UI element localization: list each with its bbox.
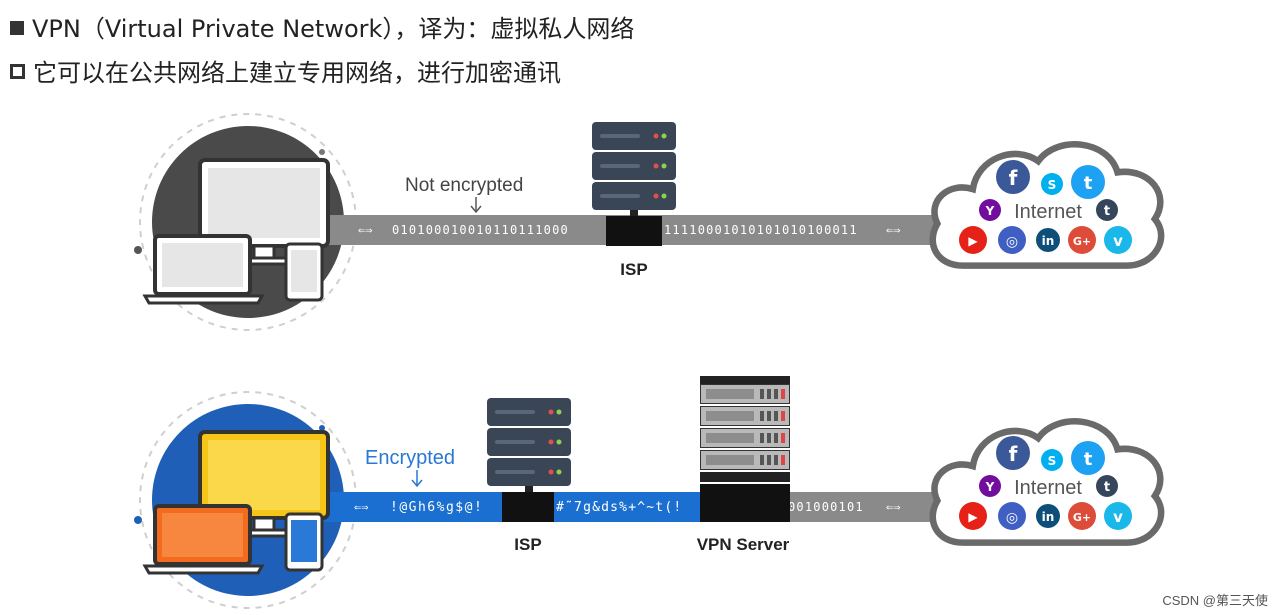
bottom-laptop-icon [142, 504, 265, 575]
bottom-left-arrow: ⇐⇒ [354, 500, 368, 514]
googleplus-icon [1068, 226, 1096, 254]
tumblr-icon [1096, 475, 1118, 497]
not-encrypted-down-arrow-icon [470, 197, 482, 214]
linkedin-glyph: in [1042, 234, 1055, 248]
skype-glyph: S [1048, 454, 1057, 468]
bottom-decor-dot [134, 516, 142, 524]
bottom-isp-server-icon [487, 398, 571, 522]
vpn-purpose-text: 它可以在公共网络上建立专用网络，进行加密通讯 [33, 59, 561, 87]
hollow-square-bullet-icon [10, 64, 25, 79]
top-isp-server-icon [592, 122, 676, 246]
vimeo-icon [1104, 226, 1132, 254]
top-decor-dot-2 [319, 149, 325, 155]
facebook-icon [996, 160, 1030, 194]
vimeo-icon [1104, 502, 1132, 530]
top-isp-label: ISP [620, 260, 647, 279]
googleplus-glyph: G+ [1073, 511, 1091, 524]
top-tablet-icon [284, 242, 324, 302]
top-right-arrow: ⇐⇒ [886, 223, 900, 237]
header-line-vpn-purpose: 它可以在公共网络上建立专用网络，进行加密通讯 [10, 58, 561, 88]
twitter-icon [1071, 165, 1105, 199]
instagram-icon [998, 502, 1026, 530]
tumblr-glyph: t [1104, 480, 1110, 495]
twitter-icon [1071, 441, 1105, 475]
bottom-row: ⇐⇒ !@Gh6%g$@! #˜7g&ds%+^~t(! 001000101 ⇐… [134, 376, 1161, 609]
vpn-definition-text: VPN（Virtual Private Network），译为：虚拟私人网络 [32, 15, 635, 43]
instagram-icon [998, 226, 1026, 254]
youtube-glyph: ▶ [968, 234, 978, 248]
vimeo-glyph: v [1113, 508, 1123, 526]
top-bits-left: 010100010010110111000 [392, 223, 569, 237]
linkedin-icon [1036, 504, 1060, 528]
instagram-glyph: ◎ [1006, 510, 1018, 526]
top-laptop-icon [142, 234, 265, 305]
youtube-glyph: ▶ [968, 510, 978, 524]
bottom-decor-dot-2 [319, 425, 325, 431]
instagram-glyph: ◎ [1006, 234, 1018, 250]
googleplus-icon [1068, 502, 1096, 530]
skype-icon [1041, 449, 1063, 471]
header-line-vpn-definition: VPN（Virtual Private Network），译为：虚拟私人网络 [10, 14, 634, 44]
yahoo-glyph: Y [985, 204, 995, 218]
twitter-glyph: t [1084, 173, 1093, 194]
bottom-cipher-left: !@Gh6%g$@! [390, 500, 483, 515]
bottom-bits-right: 001000101 [788, 500, 864, 514]
youtube-icon [959, 226, 987, 254]
yahoo-icon [979, 199, 1001, 221]
linkedin-icon [1036, 228, 1060, 252]
facebook-glyph: f [1009, 166, 1018, 190]
top-decor-dot [134, 246, 142, 254]
vpn-server-rack-icon [700, 376, 790, 522]
top-internet-label: Internet [1014, 201, 1082, 223]
tumblr-icon [1096, 199, 1118, 221]
top-row: ⇐⇒ 010100010010110111000 111100010101010… [134, 113, 1161, 331]
bottom-internet-label: Internet [1014, 477, 1082, 499]
linkedin-glyph: in [1042, 510, 1055, 524]
vpn-server-label: VPN Server [697, 535, 790, 554]
bottom-right-arrow: ⇐⇒ [886, 500, 900, 514]
not-encrypted-label: Not encrypted [405, 175, 523, 196]
yahoo-icon [979, 475, 1001, 497]
encrypted-down-arrow-icon [411, 470, 423, 488]
twitter-glyph: t [1084, 449, 1093, 470]
bottom-isp-label: ISP [514, 535, 541, 554]
top-left-arrow: ⇐⇒ [358, 223, 372, 237]
encrypted-label: Encrypted [365, 447, 455, 469]
skype-glyph: S [1048, 178, 1057, 192]
facebook-icon [996, 436, 1030, 470]
bottom-desktop-monitor-icon [198, 430, 330, 538]
top-bits-right: 11110001010101010100011 [664, 223, 858, 237]
skype-icon [1041, 173, 1063, 195]
csdn-watermark: CSDN @第三天使 [1162, 593, 1268, 608]
bottom-tablet-icon [284, 512, 324, 572]
bottom-social-icons: f S t Y t ▶ ◎ in G+ v [959, 436, 1132, 530]
facebook-glyph: f [1009, 442, 1018, 466]
tumblr-glyph: t [1104, 204, 1110, 219]
top-social-icons: f S t Y t ▶ ◎ in G+ v [959, 160, 1132, 254]
youtube-icon [959, 502, 987, 530]
bottom-cipher-mid: #˜7g&ds%+^~t(! [556, 500, 682, 515]
filled-square-bullet-icon [10, 21, 24, 35]
yahoo-glyph: Y [985, 480, 995, 494]
vimeo-glyph: v [1113, 232, 1123, 250]
googleplus-glyph: G+ [1073, 235, 1091, 248]
